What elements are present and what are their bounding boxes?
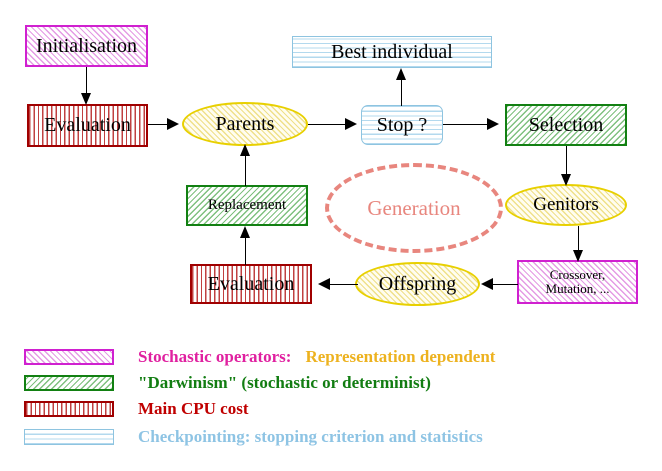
edge-genitors-to-crossover — [578, 226, 580, 254]
node-generation: Generation — [325, 163, 503, 253]
arrowhead-replacement-to-parents — [240, 144, 250, 156]
node-initialisation-label: Initialisation — [35, 34, 138, 57]
edge-parents-to-stop — [308, 124, 353, 126]
arrowhead-selection-to-genitors — [561, 174, 571, 186]
node-stop-label: Stop ? — [376, 113, 428, 136]
arrowhead-stop-to-selection — [487, 118, 499, 130]
node-offspring[interactable]: Offspring — [355, 262, 480, 306]
legend-row-stochastic: Stochastic operators: Representation dep… — [24, 346, 495, 368]
legend-label-representation: Representation dependent — [305, 347, 496, 366]
edge-replacement-to-parents — [245, 152, 247, 186]
edge-stop-to-selection — [443, 124, 490, 126]
arrowhead-eval-to-replacement — [240, 226, 250, 238]
legend-row-cpu: Main CPU cost — [24, 398, 248, 420]
node-selection-label: Selection — [528, 113, 604, 136]
node-stop[interactable]: Stop ? — [361, 105, 443, 145]
arrowhead-stop-to-best — [396, 68, 406, 80]
edge-offspring-to-eval — [330, 284, 358, 286]
edge-eval-to-parents — [148, 124, 174, 126]
node-crossover-line2: Mutation, ... — [545, 281, 610, 296]
node-initialisation[interactable]: Initialisation — [25, 25, 148, 67]
node-parents-label: Parents — [215, 112, 275, 135]
edge-crossover-to-offspring — [492, 284, 518, 286]
node-crossover-line1: Crossover, — [549, 267, 606, 283]
node-best-individual-label: Best individual — [331, 40, 453, 63]
node-evaluation-top[interactable]: Evaluation — [27, 104, 148, 147]
node-generation-label: Generation — [367, 195, 461, 220]
edge-init-to-eval — [86, 67, 88, 97]
legend-swatch-diagonal-magenta — [24, 349, 114, 365]
arrowhead-init-to-eval — [81, 93, 91, 105]
arrowhead-eval-to-parents — [167, 118, 179, 130]
node-selection[interactable]: Selection — [505, 104, 627, 146]
edge-selection-to-genitors — [566, 146, 568, 178]
edge-eval-to-replacement — [245, 233, 247, 265]
node-parents[interactable]: Parents — [182, 102, 308, 146]
legend-label-darwinism: "Darwinism" (stochastic or determinist) — [138, 373, 431, 392]
legend-swatch-horizontal-blue — [24, 429, 114, 445]
node-replacement[interactable]: Replacement — [186, 185, 308, 226]
legend-swatch-vertical-red — [24, 401, 114, 417]
legend-label-stochastic: Stochastic operators: — [138, 347, 292, 366]
node-evaluation-bottom-label: Evaluation — [207, 272, 295, 295]
node-genitors-label: Genitors — [533, 194, 599, 216]
node-genitors[interactable]: Genitors — [505, 184, 627, 226]
legend-label-cpu: Main CPU cost — [138, 399, 249, 418]
node-best-individual[interactable]: Best individual — [292, 36, 492, 68]
arrowhead-genitors-to-crossover — [573, 250, 583, 262]
legend-label-checkpointing: Checkpointing: stopping criterion and st… — [138, 427, 483, 446]
node-replacement-label: Replacement — [207, 196, 287, 213]
node-crossover-mutation[interactable]: Crossover, Mutation, ... — [517, 260, 638, 304]
node-evaluation-bottom[interactable]: Evaluation — [190, 264, 312, 304]
arrowhead-crossover-to-offspring — [481, 278, 493, 290]
legend-row-checkpointing: Checkpointing: stopping criterion and st… — [24, 426, 483, 448]
arrowhead-offspring-to-eval — [318, 278, 330, 290]
legend-row-darwinism: "Darwinism" (stochastic or determinist) — [24, 372, 431, 394]
node-evaluation-top-label: Evaluation — [44, 114, 131, 136]
legend-swatch-diagonal-green — [24, 375, 114, 391]
edge-stop-to-best — [401, 72, 403, 106]
node-offspring-label: Offspring — [378, 272, 457, 295]
arrowhead-parents-to-stop — [345, 118, 357, 130]
